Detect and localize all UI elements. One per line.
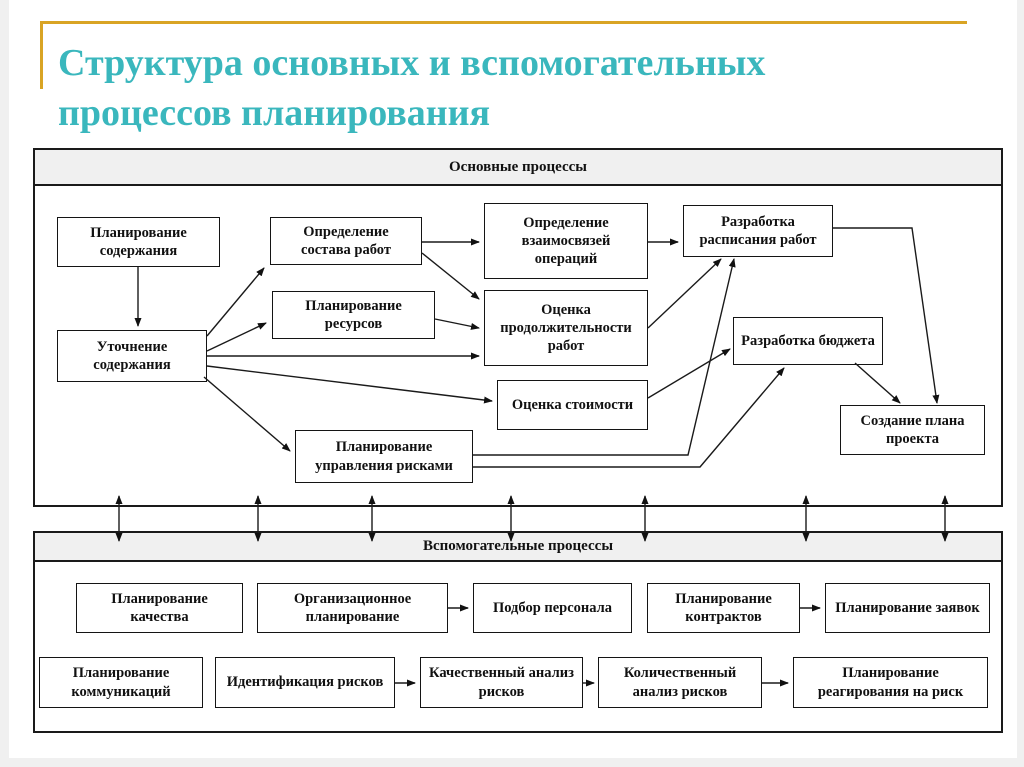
node-activity-sequencing: Определение взаимосвязей операций: [484, 203, 648, 279]
node-duration-estimating: Оценка продолжительности работ: [484, 290, 648, 366]
node-resource-planning: Планирование ресурсов: [272, 291, 435, 339]
slide-edge-right: [1017, 0, 1024, 767]
node-communications-planning: Планирование коммуникаций: [39, 657, 203, 708]
node-budget-development: Разработка бюджета: [733, 317, 883, 365]
slide-edge-left: [0, 0, 9, 767]
accent-bar-horizontal: [40, 21, 967, 24]
node-cost-estimating: Оценка стоимости: [497, 380, 648, 430]
node-risk-identification: Идентификация рисков: [215, 657, 395, 708]
node-organizational-planning: Организационное планирование: [257, 583, 448, 633]
node-solicitation-planning: Планирование заявок: [825, 583, 990, 633]
node-content-planning: Планирование содержания: [57, 217, 220, 267]
node-schedule-development: Разработка расписания работ: [683, 205, 833, 257]
aux-processes-header: Вспомогательные процессы: [33, 531, 1003, 562]
node-risk-management-planning: Планирование управления рисками: [295, 430, 473, 483]
slide-edge-bottom: [0, 758, 1024, 767]
node-quantitative-risk-analysis: Количественный анализ рисков: [598, 657, 762, 708]
node-contract-planning: Планирование контрактов: [647, 583, 800, 633]
node-qualitative-risk-analysis: Качественный анализ рисков: [420, 657, 583, 708]
node-activity-definition: Определение состава работ: [270, 217, 422, 265]
node-project-plan-creation: Создание плана проекта: [840, 405, 985, 455]
title-line-1: Структура основных и вспомогательных: [58, 42, 766, 84]
title-line-2: процессов планирования: [58, 92, 491, 134]
main-processes-header: Основные процессы: [33, 148, 1003, 186]
accent-bar-vertical: [40, 21, 43, 89]
slide-title: Структура основных и вспомогательных про…: [58, 38, 988, 138]
node-staff-acquisition: Подбор персонала: [473, 583, 632, 633]
node-scope-refinement: Уточнение содержания: [57, 330, 207, 382]
node-quality-planning: Планирование качества: [76, 583, 243, 633]
node-risk-response-planning: Планирование реагирования на риск: [793, 657, 988, 708]
